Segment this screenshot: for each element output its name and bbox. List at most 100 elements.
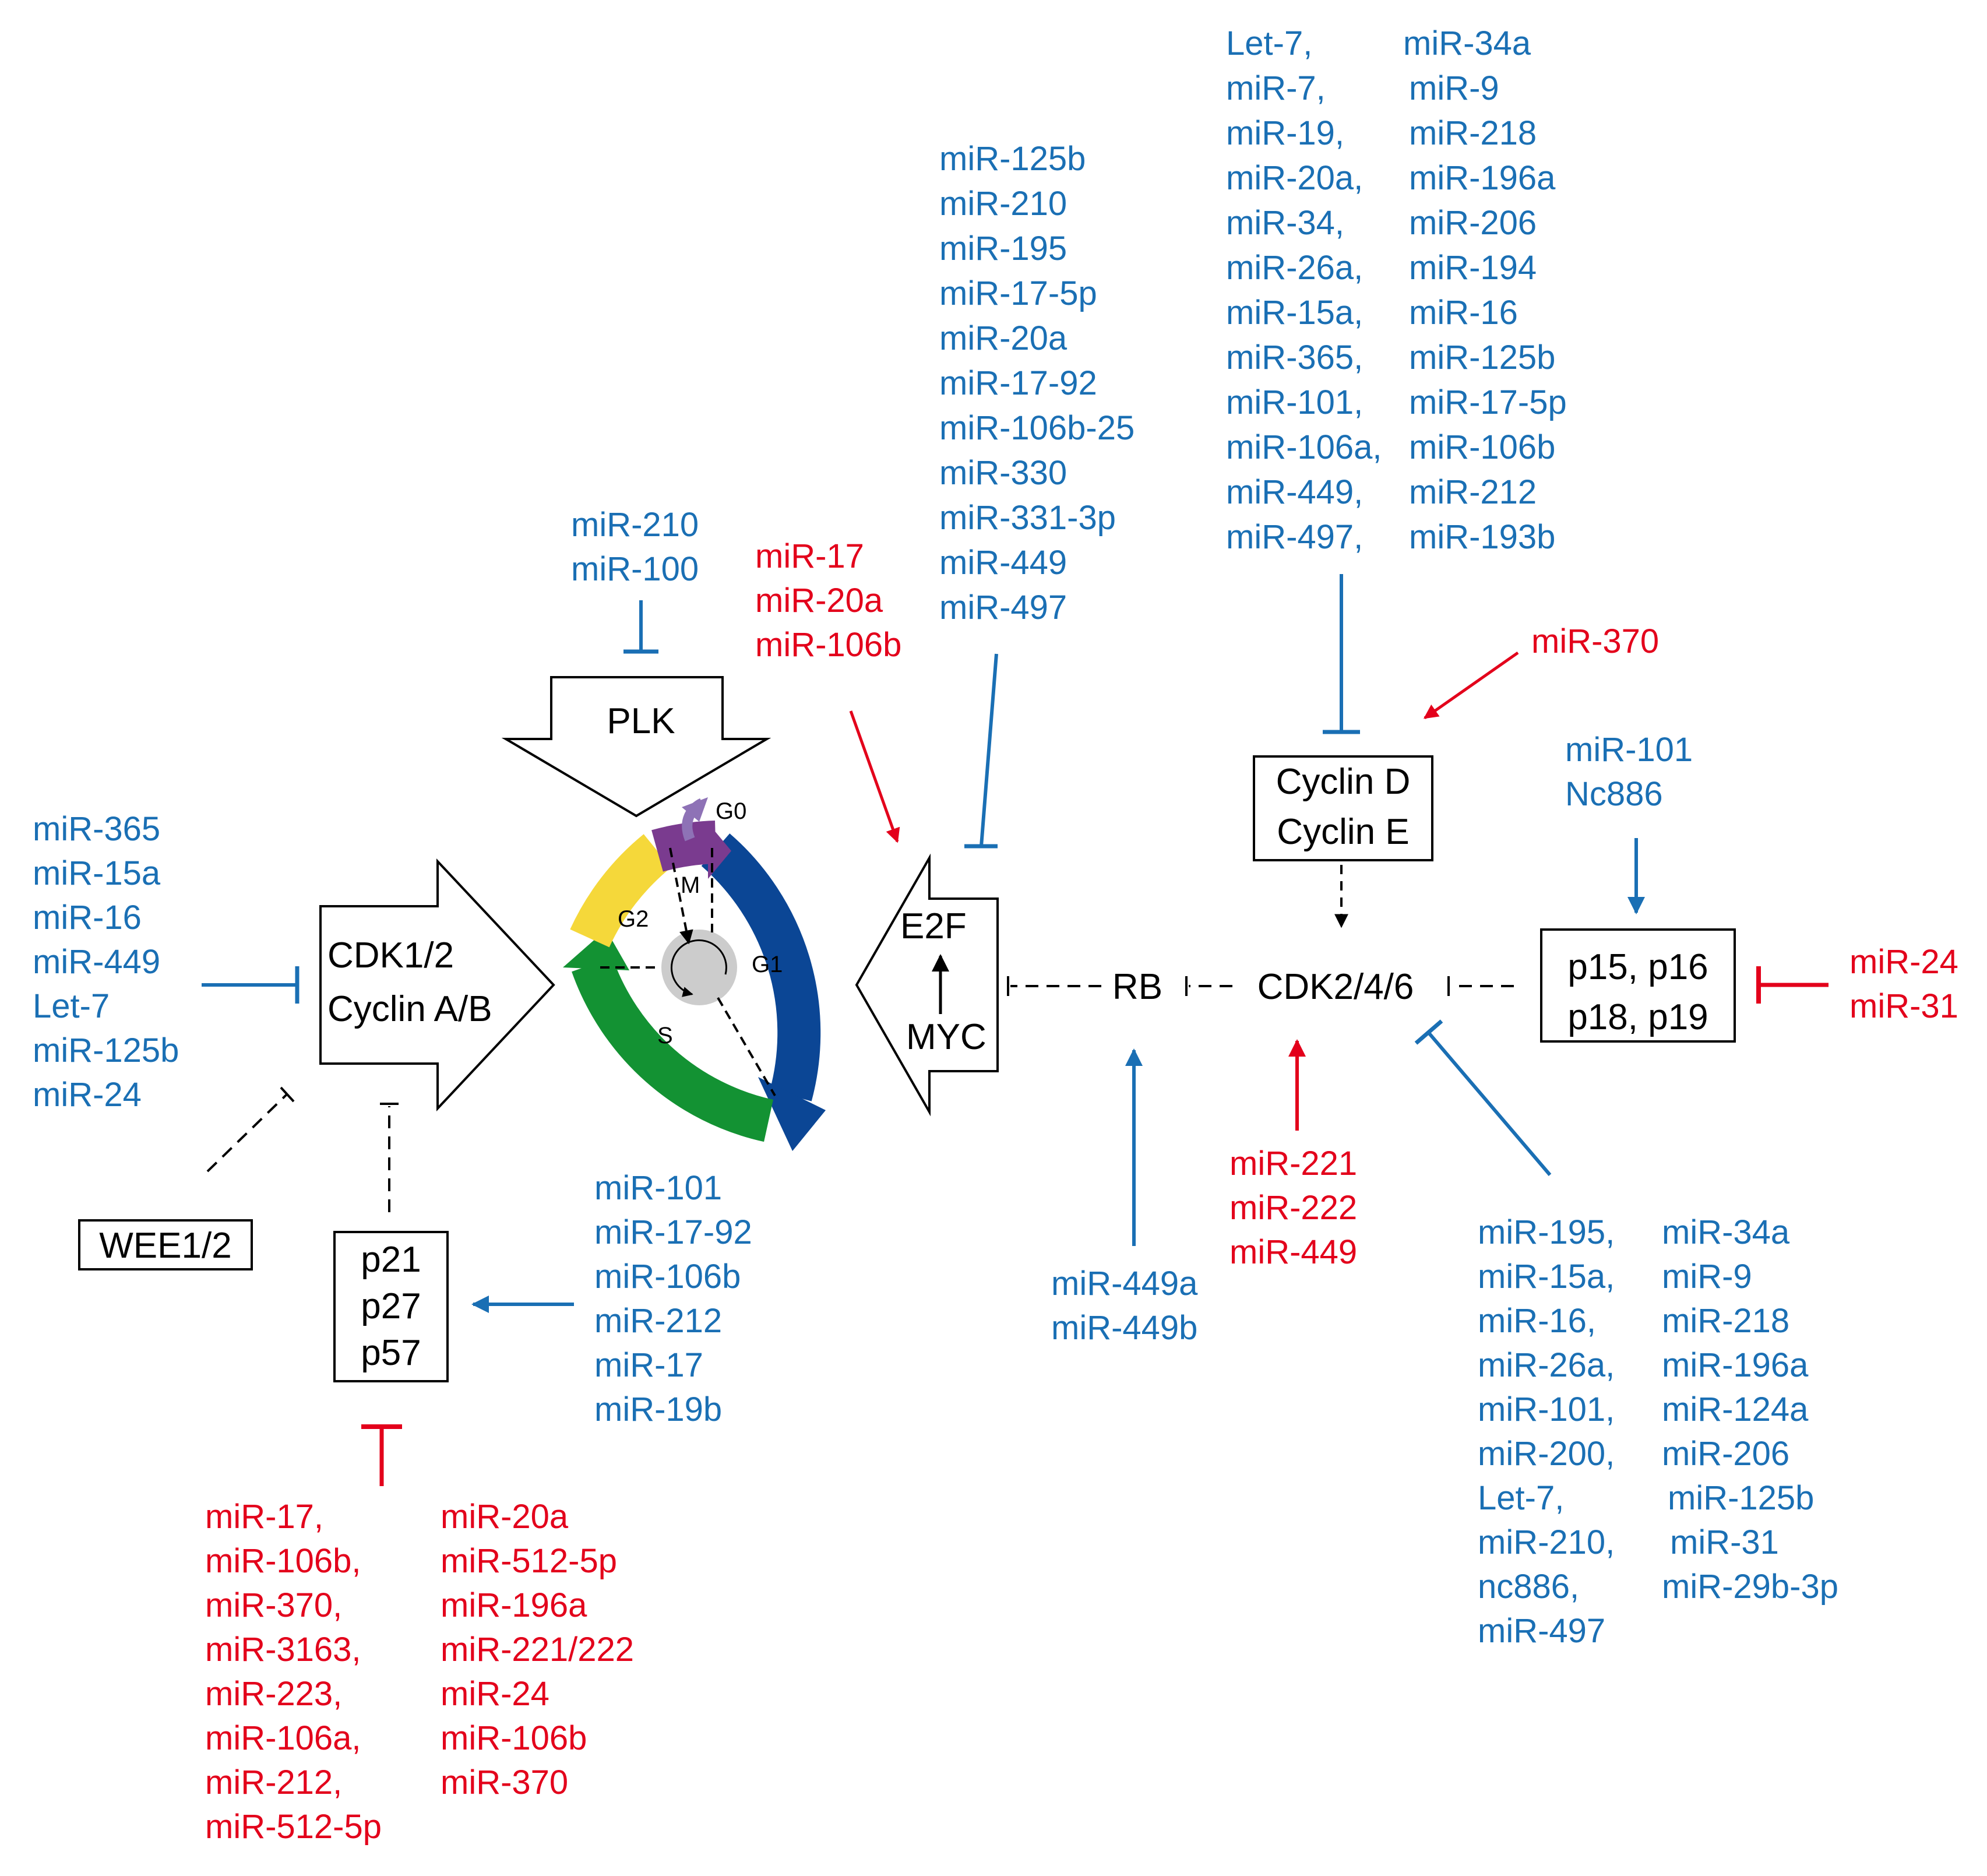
p15-label-line1: p15, p16 [1567,947,1708,987]
cdk12-node: CDK1/2 Cyclin A/B [319,858,555,1112]
mirna-label: miR-212 [594,1302,722,1340]
phase-label-g1: G1 [752,952,783,977]
mirna-label: miR-125b [1668,1479,1814,1517]
mirna-label: miR-16 [1409,294,1518,332]
mirna-label: miR-497 [939,589,1067,626]
mirna-label: miR-106b, [205,1542,361,1580]
mirna-label: miR-20a [755,582,883,620]
wee-box [78,1219,253,1270]
mirna-label: Let-7, [1226,24,1312,62]
plk-inhibitor-labels: miR-210 miR-100 [571,506,699,588]
cdk246-inhibitor-labels-col1: miR-195, miR-15a, miR-16, miR-26a, miR-1… [1478,1213,1615,1650]
p27-label: p27 [361,1286,421,1326]
wee-node: WEE1/2 [78,1219,253,1270]
g0-exit-arrowhead [682,797,708,822]
e2f-inhibitor-labels: miR-125b miR-210 miR-195 miR-17-5p miR-2… [939,140,1135,626]
mirna-label: miR-24 [1849,943,1958,981]
mirna-label: miR-221 [1229,1145,1357,1182]
mirna-label: miR-106b [441,1719,587,1757]
p21-activator-labels: miR-101 miR-17-92 miR-106b miR-212 miR-1… [594,1169,752,1428]
mirna-label: miR-16 [33,899,142,937]
plk-label: PLK [607,701,675,741]
plk-node: PLK [501,676,771,818]
mirna-label: miR-101 [1565,731,1693,769]
mirna-label: miR-449a [1051,1265,1198,1303]
mirna-label: Let-7, [1478,1479,1564,1517]
mirna-label: miR-193b [1409,518,1555,556]
p21-inhibitor-labels-col2: miR-20a miR-512-5p miR-196a miR-221/222 … [441,1498,634,1801]
mirna-label: miR-17, [205,1498,323,1536]
myc-label: MYC [906,1017,987,1057]
mirna-label: miR-100 [571,550,699,588]
cyclin-inhibition [1323,574,1360,734]
mirna-label: miR-449 [939,544,1067,582]
mirna-label: miR-15a [33,854,161,892]
cyclin-e-label: Cyclin E [1277,812,1409,852]
mirna-label: miR-218 [1662,1302,1789,1340]
cdk246-inhibition [1414,1019,1552,1176]
mirna-label: miR-125b [33,1032,179,1069]
phase-g1-arc [701,833,821,1101]
plk-block-arrow [501,676,771,818]
cdk12-block-arrow [319,858,555,1112]
mirna-label: miR-17 [755,537,864,575]
mirna-label: miR-34a [1662,1213,1790,1251]
cdk246-activator-labels: miR-221 miR-222 miR-449 [1229,1145,1357,1271]
mirna-label: miR-370, [205,1586,342,1624]
mirna-label: miR-34, [1226,204,1344,242]
mirna-label: miR-31 [1849,987,1958,1025]
cyclin-inhibitor-labels-col1: Let-7, miR-7, miR-19, miR-20a, miR-34, m… [1226,24,1382,556]
p15-label-line2: p18, p19 [1567,997,1708,1037]
mirna-label: miR-125b [939,140,1086,178]
mirna-label: miR-101 [594,1169,722,1207]
p15-activator-labels: miR-101 Nc886 [1565,731,1693,813]
mirna-label: miR-125b [1409,339,1555,376]
plk-inhibition [623,600,658,654]
wee-inhibits-cdk12 [206,1093,288,1173]
mirna-label: nc886, [1478,1568,1579,1606]
phase-g2-arc [570,834,671,948]
e2f-node: E2F MYC [855,853,999,1117]
mirna-label: miR-196a [1662,1346,1809,1384]
cdk12-label-line1: CDK1/2 [327,935,454,976]
p15-inhibition [1756,966,1829,1004]
mirna-label: miR-31 [1670,1523,1779,1561]
mirna-label: miR-20a, [1226,159,1363,197]
mirna-label: miR-206 [1662,1435,1789,1473]
mirna-label: miR-210 [571,506,699,544]
mirna-label: miR-24 [441,1675,549,1713]
e2f-block-arrow [855,853,999,1117]
mirna-label: miR-212, [205,1764,342,1801]
mirna-label: miR-17-5p [939,274,1097,312]
mirna-label: miR-196a [441,1586,587,1624]
wee-label: WEE1/2 [99,1226,231,1266]
p21-box [333,1231,449,1382]
mirna-label: miR-210, [1478,1523,1615,1561]
mirna-label: miR-124a [1662,1391,1809,1428]
e2f-inhibit-line [980,653,998,847]
mirna-label: miR-17-92 [594,1213,752,1251]
cyclin-activator-labels: miR-370 [1531,622,1659,660]
mirna-label: miR-223, [205,1675,342,1713]
phase-label-s: S [657,1023,673,1048]
cdk246-inhibit-line [1426,1030,1552,1176]
mirna-label: miR-512-5p [441,1542,617,1580]
mirna-label: miR-20a [441,1498,569,1536]
cyclin-d-label: Cyclin D [1276,762,1411,802]
mirna-label: miR-106b [594,1258,741,1296]
p15-inhibitor-labels: miR-24 miR-31 [1849,943,1958,1025]
mirna-label: miR-24 [33,1076,142,1114]
p21-label: p21 [361,1240,421,1280]
mirna-label: miR-330 [939,454,1067,492]
mirna-label: miR-194 [1409,249,1537,287]
dashed-links [206,865,1514,1212]
cyclin-activation-arrow [1423,651,1519,720]
mirna-label: miR-212 [1409,473,1537,511]
p21-node: p21 p27 p57 [333,1231,449,1382]
phase-s-arc [572,957,774,1142]
cdk246-inhibit-bar [1414,1019,1443,1045]
mirna-label: miR-26a, [1478,1346,1615,1384]
mirna-label: miR-196a [1409,159,1556,197]
cdk12-inhibitor-labels: miR-365 miR-15a miR-16 miR-449 Let-7 miR… [33,810,179,1114]
mirna-label: miR-17-92 [939,364,1097,402]
